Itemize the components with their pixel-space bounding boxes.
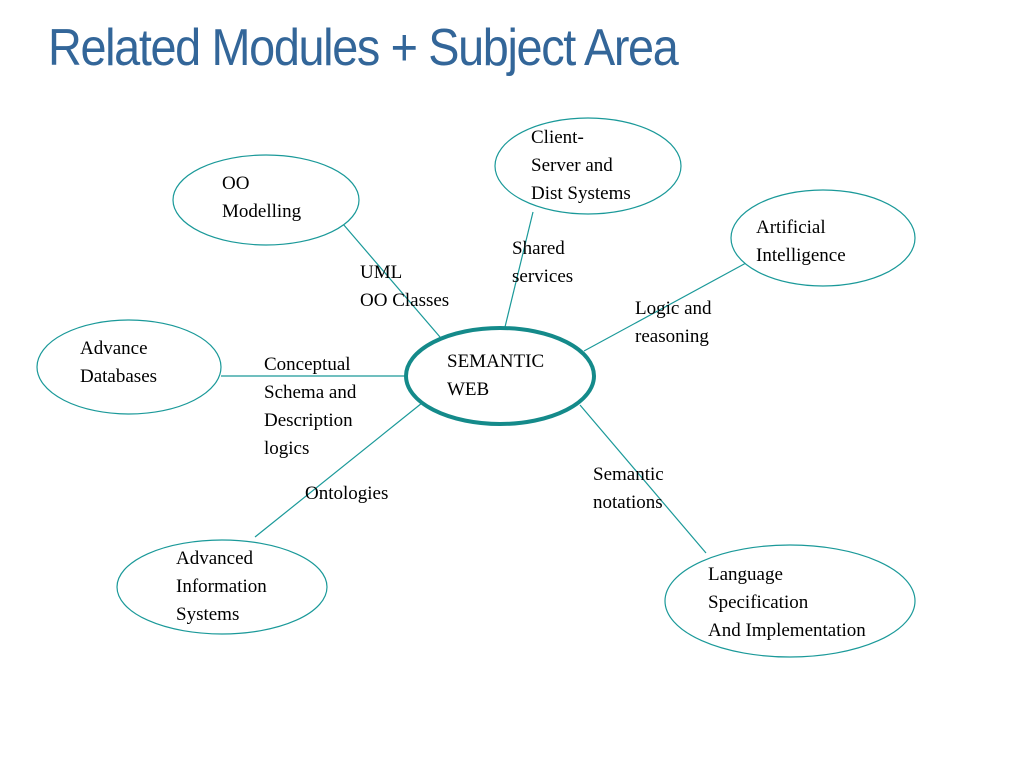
link-label-conceptual-schema-line-3: Description [264,410,353,431]
node-advance-databases: Advance Databases [36,319,222,415]
link-label-ontologies-line-1: Ontologies [305,483,388,504]
node-artificial-intelligence-label: Artificial Intelligence [756,217,846,266]
center-node-line-2: WEB [447,379,489,400]
link-label-conceptual-schema-line-4: logics [264,438,309,459]
node-language-specification: Language Specification And Implementatio… [664,544,916,658]
node-advanced-information-systems: Advanced Information Systems [116,539,328,635]
node-language-specification-line-3: And Implementation [708,620,866,641]
node-advance-databases-line-2: Databases [80,366,157,387]
node-language-specification-line-1: Language [708,564,783,585]
link-label-conceptual-schema: Conceptual Schema and Description logics [264,354,361,459]
node-oo-modelling-line-1: OO [222,173,249,194]
connector-artificial-intelligence [583,262,747,352]
connector-oo-modelling [342,223,441,338]
node-oo-modelling-ellipse [172,154,360,246]
link-label-shared-services: Shared services [512,238,573,287]
node-advanced-information-systems-line-1: Advanced [176,548,254,569]
link-label-semantic-notations: Semantic notations [593,464,668,513]
center-node-line-1: SEMANTIC [447,351,544,372]
node-client-server: Client- Server and Dist Systems [494,117,682,215]
node-advance-databases-label: Advance Databases [80,338,157,387]
link-label-semantic-notations-line-1: Semantic [593,464,664,485]
center-node-semantic-web: SEMANTIC WEB [404,326,596,426]
connector-language-specification [579,404,707,554]
node-advance-databases-ellipse [36,319,222,415]
connectors [221,211,747,554]
connector-advanced-information-systems [254,402,423,538]
link-label-logic-reasoning: Logic and reasoning [635,298,716,347]
center-node-label: SEMANTIC WEB [447,351,549,400]
node-advance-databases-line-1: Advance [80,338,148,359]
node-advanced-information-systems-ellipse [116,539,328,635]
node-advanced-information-systems-label: Advanced Information Systems [176,548,272,625]
node-artificial-intelligence: Artificial Intelligence [730,189,916,287]
node-artificial-intelligence-line-1: Artificial [756,217,826,238]
node-artificial-intelligence-line-2: Intelligence [756,245,846,266]
node-client-server-label: Client- Server and Dist Systems [531,127,631,204]
node-client-server-ellipse [494,117,682,215]
link-label-conceptual-schema-line-2: Schema and [264,382,357,403]
node-language-specification-label: Language Specification And Implementatio… [708,564,866,641]
link-label-shared-services-line-2: services [512,266,573,287]
node-client-server-line-3: Dist Systems [531,183,631,204]
connector-client-server [504,211,534,328]
node-oo-modelling-label: OO Modelling [222,173,302,222]
node-oo-modelling-line-2: Modelling [222,201,302,222]
link-label-logic-reasoning-line-1: Logic and [635,298,712,319]
link-labels: UML OO Classes Shared services Logic and… [264,238,716,513]
nodes: OO Modelling Client- Server and Dist Sys… [36,117,916,658]
link-label-semantic-notations-line-2: notations [593,492,663,513]
node-oo-modelling: OO Modelling [172,154,360,246]
node-advanced-information-systems-line-2: Information [176,576,267,597]
node-language-specification-line-2: Specification [708,592,809,613]
link-label-uml: UML OO Classes [360,262,449,311]
node-artificial-intelligence-ellipse [730,189,916,287]
slide-title: Related Modules + Subject Area [48,19,679,77]
link-label-ontologies: Ontologies [305,483,388,504]
link-label-logic-reasoning-line-2: reasoning [635,326,709,347]
node-client-server-line-2: Server and [531,155,613,176]
node-advanced-information-systems-line-3: Systems [176,604,239,625]
link-label-shared-services-line-1: Shared [512,238,565,259]
node-language-specification-ellipse [664,544,916,658]
link-label-uml-line-1: UML [360,262,402,283]
node-client-server-line-1: Client- [531,127,584,148]
center-node-ellipse [404,326,596,426]
link-label-uml-line-2: OO Classes [360,290,449,311]
link-label-conceptual-schema-line-1: Conceptual [264,354,351,375]
